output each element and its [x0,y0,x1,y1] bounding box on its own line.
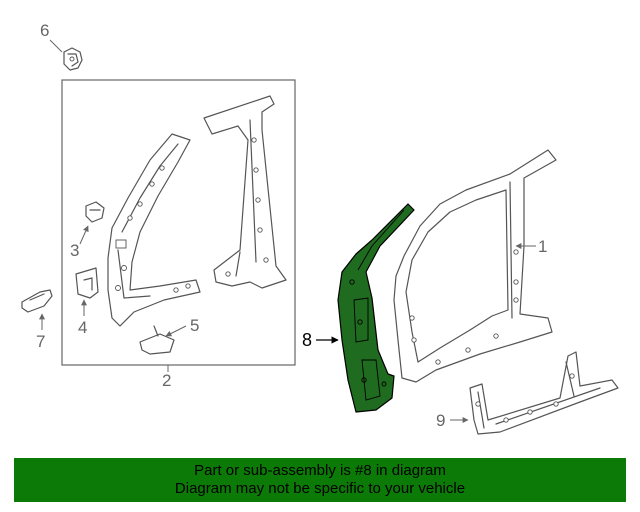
info-banner: Part or sub-assembly is #8 in diagram Di… [14,458,626,502]
part-3-clip [85,201,105,223]
callout-3: 3 [70,241,79,260]
part-1-outer-panel [393,149,557,383]
callout-1: 1 [538,237,547,256]
callout-4: 4 [78,318,87,337]
part-8-pillar-reinforcement [337,203,415,413]
leader-3 [79,225,89,245]
part-4-bracket [75,267,99,299]
callout-7: 7 [36,332,45,351]
part-9-rocker-panel [469,351,619,435]
banner-line-2: Diagram may not be specific to your vehi… [174,480,466,497]
leader-5 [165,325,187,337]
callout-2: 2 [162,371,171,390]
callout-6: 6 [40,21,49,40]
part-7-bracket [21,289,53,313]
callout-9: 9 [436,411,445,430]
callout-5: 5 [190,316,199,335]
callout-8: 8 [302,330,312,350]
inner-a-pillar [107,133,201,327]
banner-line-1: Part or sub-assembly is #8 in diagram [194,462,446,479]
inner-b-pillar [203,95,287,289]
part-5-bracket [139,325,175,355]
leader-6 [49,39,63,53]
subassembly-2-box [61,79,296,366]
part-6-clip [63,47,83,71]
